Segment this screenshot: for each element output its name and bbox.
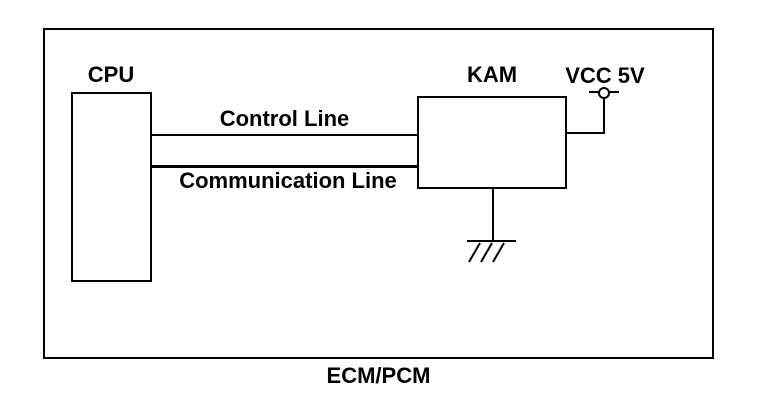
cpu-block [71, 92, 152, 282]
vcc-5v-label: VCC 5V [565, 63, 645, 88]
ground-bar [467, 240, 516, 242]
kam-label: KAM [466, 62, 518, 87]
cpu-label: CPU [87, 62, 135, 87]
vcc-wire-horizontal [566, 132, 605, 134]
communication-line-label: Communication Line [179, 168, 397, 193]
ecm-pcm-label: ECM/PCM [326, 363, 431, 388]
control-line-wire [152, 134, 417, 136]
control-line-label: Control Line [219, 106, 350, 131]
ground-icon [468, 242, 505, 263]
ground-wire [492, 188, 494, 242]
vcc-wire-vertical [603, 97, 605, 133]
communication-line-wire [152, 165, 417, 168]
ecm-pcm-boundary [43, 28, 714, 359]
vcc-terminal-tick-left [589, 91, 599, 93]
vcc-terminal-tick-right [609, 91, 619, 93]
kam-block [417, 96, 567, 189]
